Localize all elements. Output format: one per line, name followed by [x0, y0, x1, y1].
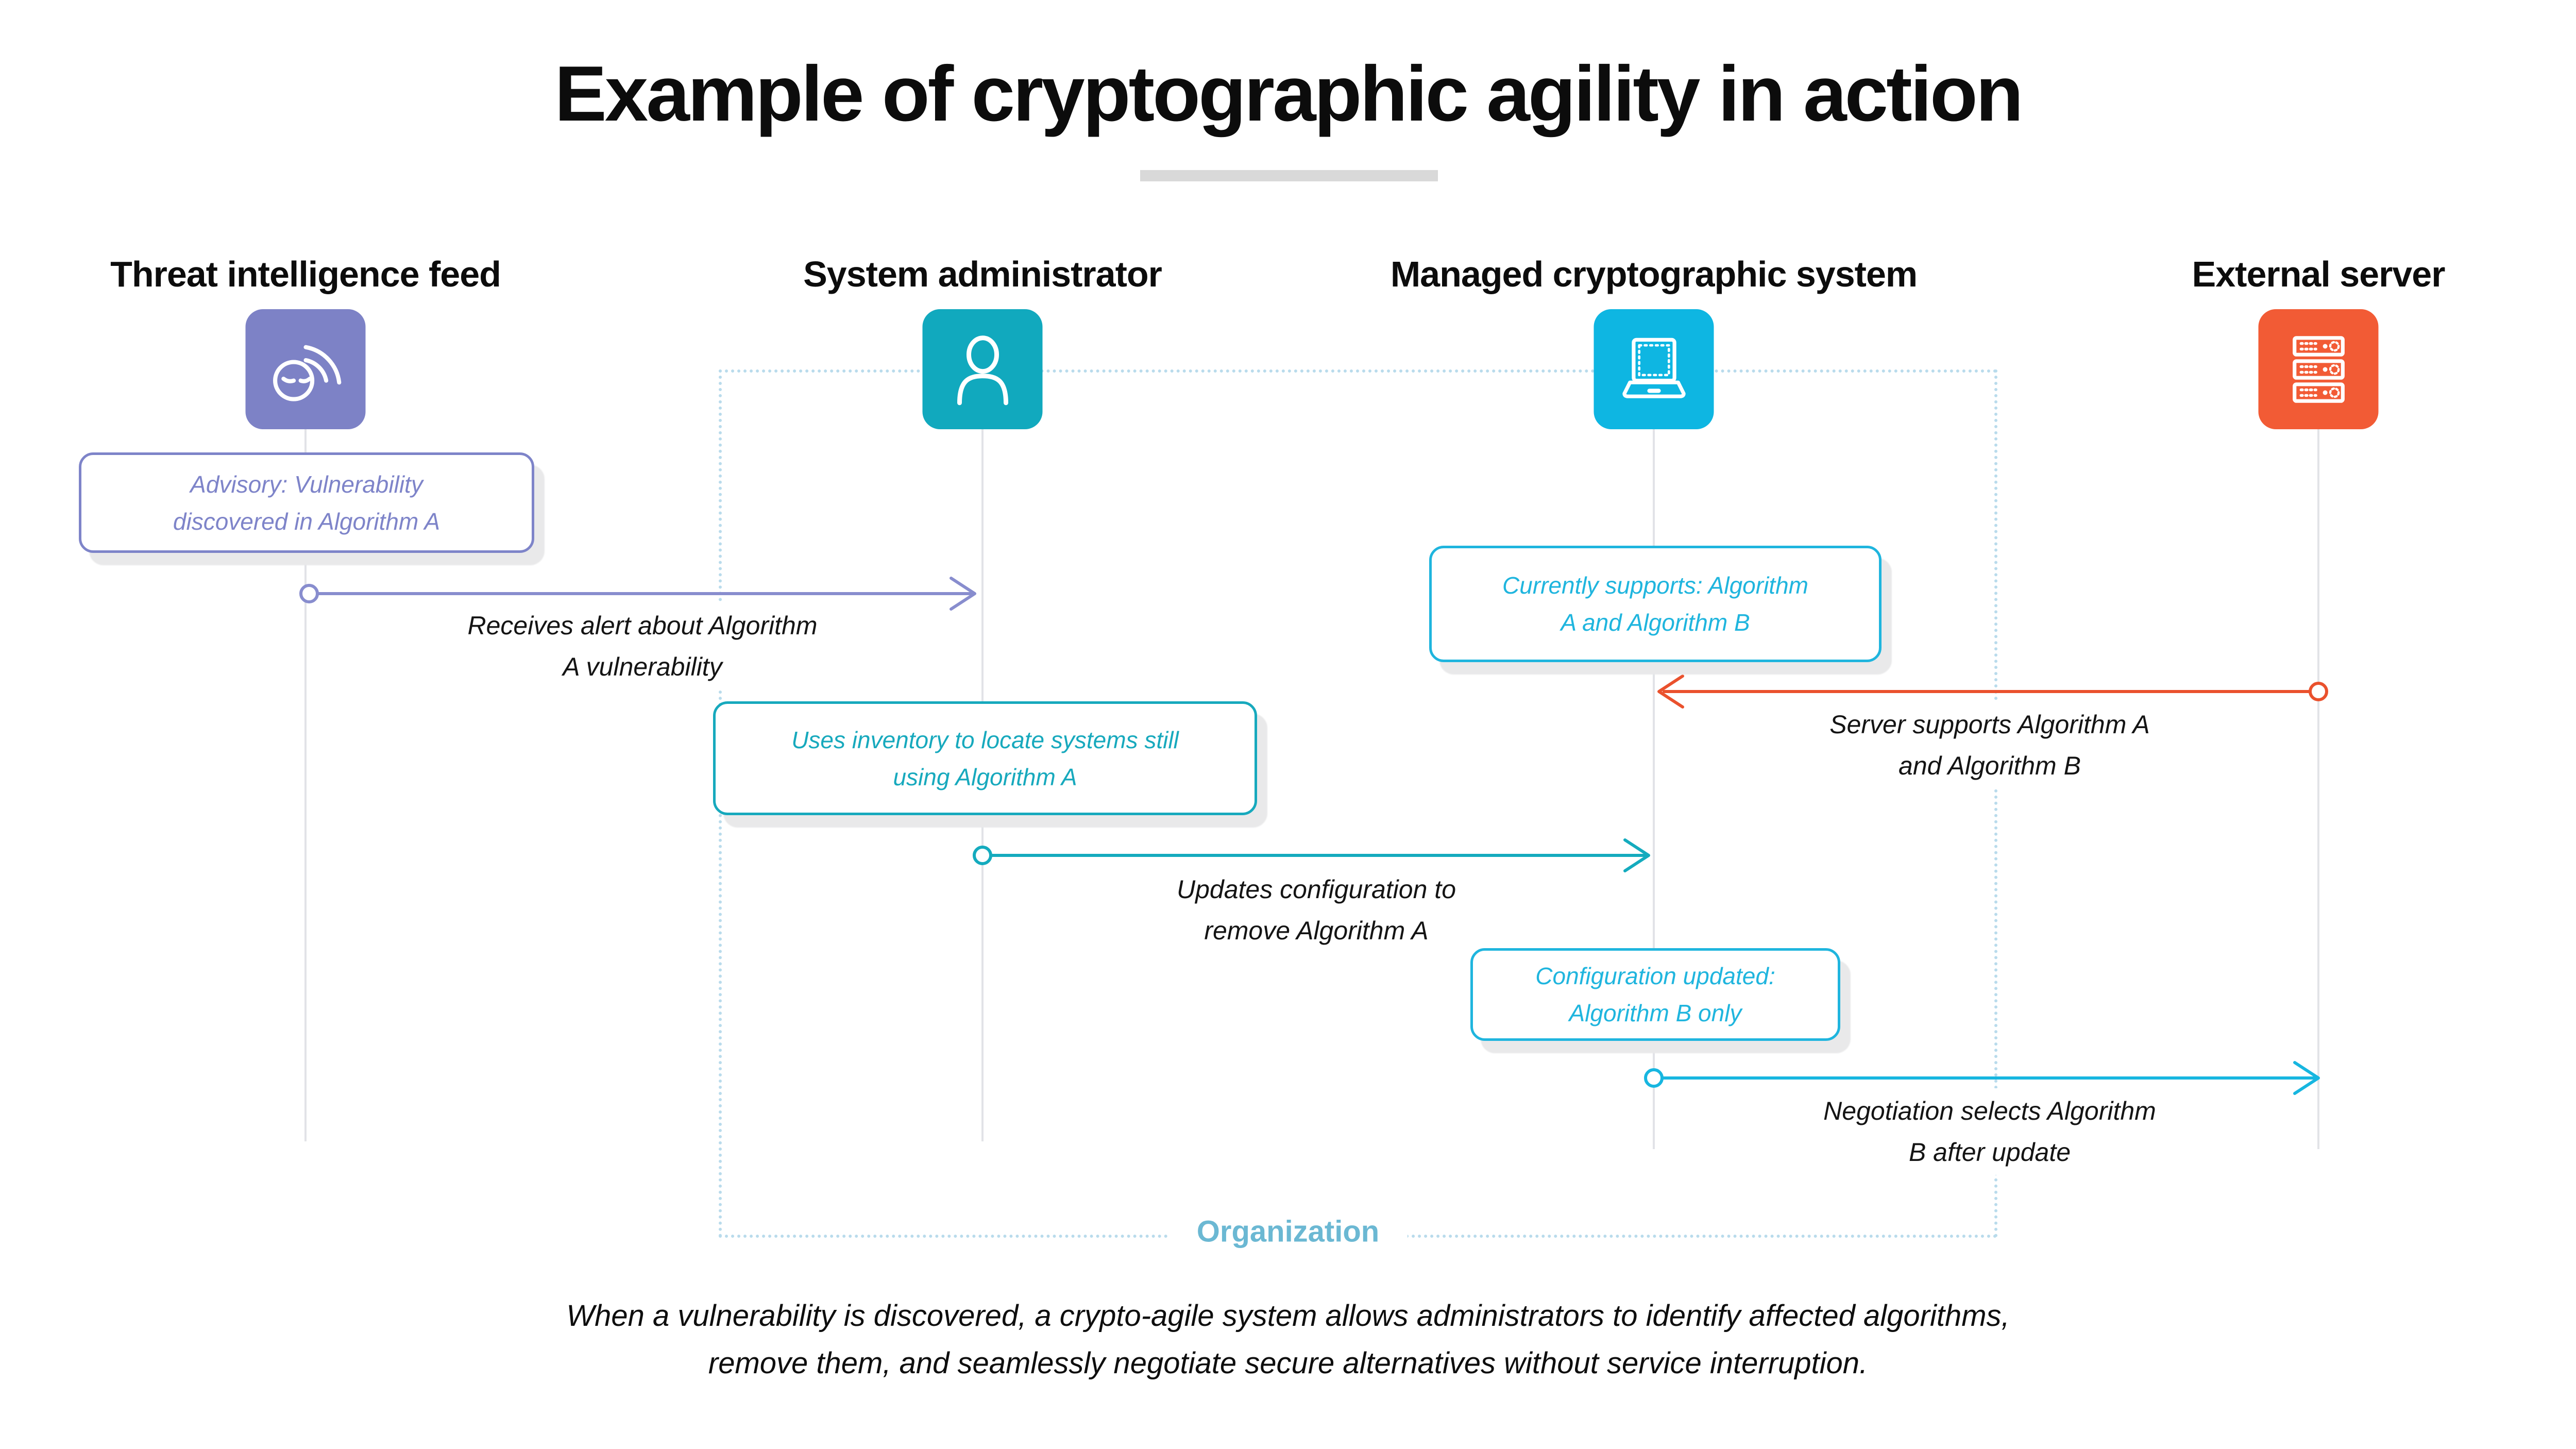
- message-label-negotiation-selects: Negotiation selects Algorithm B after up…: [1814, 1088, 2165, 1175]
- person-icon: [922, 309, 1043, 429]
- arrow-receives-alert: [299, 577, 976, 611]
- message-label-negotiation-selects-line2: B after update: [1908, 1138, 2071, 1167]
- laptop-icon: [1594, 309, 1714, 429]
- message-label-server-supports-line1: Server supports Algorithm A: [1829, 710, 2150, 739]
- arrow-server-supports: [1657, 675, 2328, 709]
- arrow-negotiation-selects: [1644, 1061, 2320, 1095]
- note-configuration-updated-line2: Algorithm B only: [1569, 1000, 1742, 1026]
- note-uses-inventory: Uses inventory to locate systems still u…: [713, 701, 1257, 815]
- message-label-negotiation-selects-line1: Negotiation selects Algorithm: [1823, 1097, 2156, 1125]
- arrow-updates-configuration: [973, 838, 1650, 872]
- signal-face-glyph: [273, 345, 341, 401]
- person-glyph: [957, 335, 1008, 405]
- note-currently-supports: Currently supports: Algorithm A and Algo…: [1429, 546, 1882, 662]
- message-label-updates-configuration-line2: remove Algorithm A: [1204, 916, 1429, 945]
- actor-header-system-admin: System administrator: [803, 254, 1162, 294]
- server-rack-glyph: [2292, 335, 2345, 403]
- caption-line2: remove them, and seamlessly negotiate se…: [708, 1346, 1868, 1380]
- message-label-receives-alert-line2: A vulnerability: [563, 652, 722, 681]
- laptop-glyph: [1622, 338, 1686, 398]
- page-title: Example of cryptographic agility in acti…: [554, 50, 2023, 138]
- note-currently-supports-line1: Currently supports: Algorithm: [1502, 572, 1808, 599]
- message-label-receives-alert: Receives alert about Algorithm A vulnera…: [458, 603, 827, 689]
- message-label-updates-configuration: Updates configuration to remove Algorith…: [1167, 867, 1466, 953]
- organization-label: Organization: [1168, 1209, 1408, 1254]
- actor-header-threat-feed: Threat intelligence feed: [110, 254, 501, 294]
- note-advisory: Advisory: Vulnerability discovered in Al…: [79, 452, 534, 553]
- server-icon: [2258, 309, 2379, 429]
- message-label-receives-alert-line1: Receives alert about Algorithm: [467, 611, 818, 640]
- message-label-updates-configuration-line1: Updates configuration to: [1176, 875, 1456, 904]
- note-uses-inventory-line2: using Algorithm A: [893, 763, 1077, 790]
- caption: When a vulnerability is discovered, a cr…: [0, 1292, 2576, 1387]
- note-currently-supports-line2: A and Algorithm B: [1561, 609, 1750, 636]
- note-configuration-updated-line1: Configuration updated:: [1535, 963, 1775, 989]
- title-underline: [1140, 170, 1438, 181]
- actor-header-external-server: External server: [2192, 254, 2446, 294]
- note-advisory-line2: discovered in Algorithm A: [173, 508, 440, 535]
- note-configuration-updated: Configuration updated: Algorithm B only: [1470, 948, 1840, 1041]
- threat-feed-icon: [245, 309, 366, 429]
- note-uses-inventory-line1: Uses inventory to locate systems still: [791, 726, 1179, 753]
- note-advisory-line1: Advisory: Vulnerability: [190, 470, 423, 498]
- message-label-server-supports-line2: and Algorithm B: [1899, 751, 2081, 780]
- caption-line1: When a vulnerability is discovered, a cr…: [566, 1299, 2010, 1333]
- actor-header-managed-system: Managed cryptographic system: [1390, 254, 1918, 294]
- message-label-server-supports: Server supports Algorithm A and Algorith…: [1820, 702, 2159, 788]
